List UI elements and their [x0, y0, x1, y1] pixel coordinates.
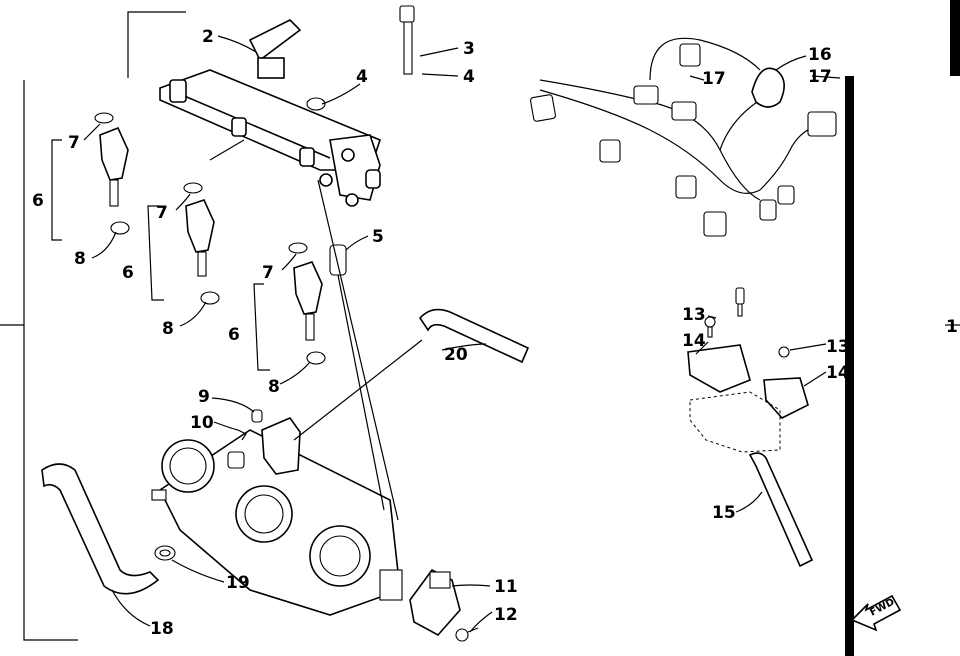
plug-9 [251, 409, 263, 423]
callout-18: 18 [150, 619, 174, 639]
callout-19: 19 [226, 573, 250, 593]
callout-13: 13 [826, 337, 850, 357]
callout-6: 6 [122, 263, 134, 283]
screw-12 [455, 627, 479, 642]
injector-3 [253, 242, 326, 371]
callout-20: 20 [444, 345, 468, 365]
callout-16: 16 [808, 45, 832, 65]
callout-3: 3 [463, 39, 475, 59]
sensor-11 [409, 568, 461, 637]
callout-11: 11 [494, 577, 518, 597]
callout-7: 7 [262, 263, 274, 283]
clamp-19 [154, 545, 176, 561]
callout-7: 7 [156, 203, 168, 223]
hose-18 [41, 463, 160, 595]
callout-13: 13 [682, 305, 706, 325]
washer-4 [306, 97, 326, 111]
throttle-body [151, 417, 403, 616]
callout-labels: 2 3 4 4 5 6 6 6 7 7 7 8 8 8 9 10 11 12 1… [32, 27, 958, 639]
bracket-assembly [687, 287, 814, 568]
callout-6: 6 [32, 191, 44, 211]
callout-15: 15 [712, 503, 736, 523]
callout-6: 6 [228, 325, 240, 345]
hose-20 [418, 308, 530, 364]
callout-1: 1 [946, 317, 958, 337]
callout-4: 4 [356, 67, 368, 87]
callout-17: 17 [808, 67, 832, 87]
injector-2 [147, 182, 220, 305]
callout-9: 9 [198, 387, 210, 407]
fwd-arrow-icon: FWD [850, 594, 902, 632]
callout-14: 14 [826, 363, 850, 383]
callout-4: 4 [463, 67, 475, 87]
leader-lines [83, 35, 841, 633]
callout-8: 8 [74, 249, 86, 269]
clip-10 [237, 429, 247, 441]
injector-1 [51, 112, 130, 241]
callout-2: 2 [202, 27, 214, 47]
callout-14: 14 [682, 331, 706, 351]
callout-8: 8 [268, 377, 280, 397]
callout-8: 8 [162, 319, 174, 339]
bolt-3 [399, 5, 415, 75]
callout-5: 5 [372, 227, 384, 247]
callout-7: 7 [68, 133, 80, 153]
callout-17: 17 [702, 69, 726, 89]
callout-12: 12 [494, 605, 518, 625]
callout-10: 10 [190, 413, 214, 433]
spacer-5 [329, 244, 347, 276]
fuel-rail [159, 19, 381, 207]
wiring-harness [530, 37, 837, 237]
